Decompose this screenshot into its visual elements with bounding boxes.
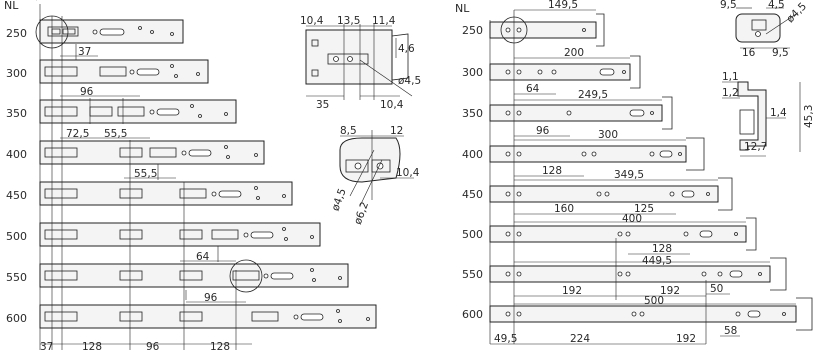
left-nl-400: 400 xyxy=(6,148,27,161)
left-rail-diagram: NL xyxy=(4,0,377,350)
profile-dim-1-2: 1,2 xyxy=(722,87,739,99)
left-nl-250: 250 xyxy=(6,27,27,40)
left-bottom-dim-128-b: 128 xyxy=(210,341,230,350)
left-dim-37: 37 xyxy=(78,46,91,58)
right-dim-192-b: 192 xyxy=(660,285,680,297)
left-bottom-dim-96: 96 xyxy=(146,341,160,350)
left-nl-300: 300 xyxy=(6,67,27,80)
right-nl-450: 450 xyxy=(462,188,483,201)
left-dim-64: 64 xyxy=(196,251,210,263)
detail-top-dim-10-4-b: 10,4 xyxy=(380,99,404,111)
detail-plate-top: 10,4 13,5 11,4 4,6 ø4,5 35 10,4 xyxy=(300,15,421,111)
left-nl-550: 550 xyxy=(6,271,27,284)
right-dim-64: 64 xyxy=(526,83,540,95)
right-nl-600: 600 xyxy=(462,308,483,321)
detail-round-dim-d6-2: ø6,2 xyxy=(352,200,371,226)
right-dim-125: 125 xyxy=(634,203,654,215)
detail-round-dim-10-4: 10,4 xyxy=(396,167,420,179)
right-bottom-dim-224: 224 xyxy=(570,333,590,345)
right-dim-128: 128 xyxy=(542,165,562,177)
detail-round-dim-8-5: 8,5 xyxy=(340,125,357,137)
left-nl-500: 500 xyxy=(6,230,27,243)
right-dim-300: 300 xyxy=(598,129,618,141)
profile-dim-1-4: 1,4 xyxy=(770,107,787,119)
left-rail-550 xyxy=(39,263,349,288)
profile-dim-1-1: 1,1 xyxy=(722,71,739,83)
left-rail-450 xyxy=(39,181,293,206)
detail-right-dim-4-5: 4,5 xyxy=(768,0,785,11)
right-dimension-values: 149,5 200 64 249,5 96 300 128 349,5 160 … xyxy=(494,0,737,345)
right-dim-128-b: 128 xyxy=(652,243,672,255)
detail-right-top: 9,5 4,5 ø4,5 16 9,5 xyxy=(720,0,809,59)
left-bottom-dim-128: 128 xyxy=(82,341,102,350)
right-nl-350: 350 xyxy=(462,107,483,120)
left-rail-400 xyxy=(39,140,265,165)
detail-round-slot: 8,5 12 ø4,5 ø6,2 10,4 xyxy=(329,125,419,226)
detail-right-dim-9-5: 9,5 xyxy=(720,0,737,11)
right-nl-300: 300 xyxy=(462,66,483,79)
right-dim-400: 400 xyxy=(622,213,642,225)
left-rail-600 xyxy=(39,304,377,329)
detail-top-dim-11-4: 11,4 xyxy=(372,15,396,27)
right-dim-249-5: 249,5 xyxy=(578,89,608,101)
right-dim-149-5: 149,5 xyxy=(548,0,578,11)
right-nl-250: 250 xyxy=(462,24,483,37)
left-nl-450: 450 xyxy=(6,189,27,202)
left-reference-lines xyxy=(39,4,237,350)
detail-top-dim-10-4: 10,4 xyxy=(300,15,324,27)
right-dim-96: 96 xyxy=(536,125,550,137)
left-bottom-dim-37: 37 xyxy=(40,341,53,350)
right-bottom-dim-192: 192 xyxy=(676,333,696,345)
left-dim-96-bottom: 96 xyxy=(204,292,218,304)
left-dim-72-5: 72,5 xyxy=(66,128,89,140)
left-dim-55-5-top: 55,5 xyxy=(104,128,127,140)
detail-right-dim-16: 16 xyxy=(742,47,756,59)
detail-top-dim-4-6: 4,6 xyxy=(398,43,415,55)
detail-top-dim-d4-5: ø4,5 xyxy=(398,75,421,87)
detail-top-dim-13-5: 13,5 xyxy=(337,15,360,27)
right-rail-end-tabs xyxy=(596,13,813,331)
left-dimension-lines xyxy=(40,55,252,345)
right-dim-349-5: 349,5 xyxy=(614,169,644,181)
right-dim-449-5: 449,5 xyxy=(642,255,672,267)
right-nl-550: 550 xyxy=(462,268,483,281)
detail-top-dim-35: 35 xyxy=(316,99,329,111)
left-rail-slots xyxy=(44,26,370,323)
detail-right-dim-d4-5: ø4,5 xyxy=(784,0,809,25)
left-nl-350: 350 xyxy=(6,107,27,120)
right-nl-values: 250 300 350 400 450 500 550 600 xyxy=(462,24,483,321)
right-nl-400: 400 xyxy=(462,148,483,161)
right-dim-160: 160 xyxy=(554,203,574,215)
right-nl-500: 500 xyxy=(462,228,483,241)
right-rail-holes xyxy=(505,27,786,318)
right-dimension-lines xyxy=(490,9,796,345)
right-bottom-dim-49-5: 49,5 xyxy=(494,333,517,345)
right-dim-58: 58 xyxy=(724,325,737,337)
detail-round-dim-d4-5: ø4,5 xyxy=(329,187,348,213)
left-dimension-values: 37 96 72,5 55,5 55,5 64 96 37 128 96 128 xyxy=(40,46,230,350)
right-nl-label: NL xyxy=(455,2,470,15)
left-nl-600: 600 xyxy=(6,312,27,325)
detail-profile: 1,1 1,2 1,4 45,3 12,7 xyxy=(722,71,815,157)
detail-right-dim-9-5-b: 9,5 xyxy=(772,47,789,59)
right-dim-192-a: 192 xyxy=(562,285,582,297)
right-dim-500: 500 xyxy=(644,295,664,307)
right-reference-lines xyxy=(489,10,707,344)
left-rail-300 xyxy=(39,59,209,84)
left-nl-label: NL xyxy=(4,0,19,12)
profile-dim-12-7: 12,7 xyxy=(744,141,767,153)
right-dim-50: 50 xyxy=(710,283,723,295)
left-highlight-circle-bottom xyxy=(229,259,263,293)
left-nl-values: 250 300 350 400 450 500 550 600 xyxy=(6,27,27,325)
left-rail-350 xyxy=(39,99,237,124)
detail-round-dim-12: 12 xyxy=(390,125,403,137)
profile-dim-45-3: 45,3 xyxy=(803,105,815,128)
right-dim-200: 200 xyxy=(564,47,584,59)
left-dim-96: 96 xyxy=(80,86,94,98)
right-rail-diagram: NL xyxy=(455,0,813,345)
left-dim-55-5-mid: 55,5 xyxy=(134,168,157,180)
